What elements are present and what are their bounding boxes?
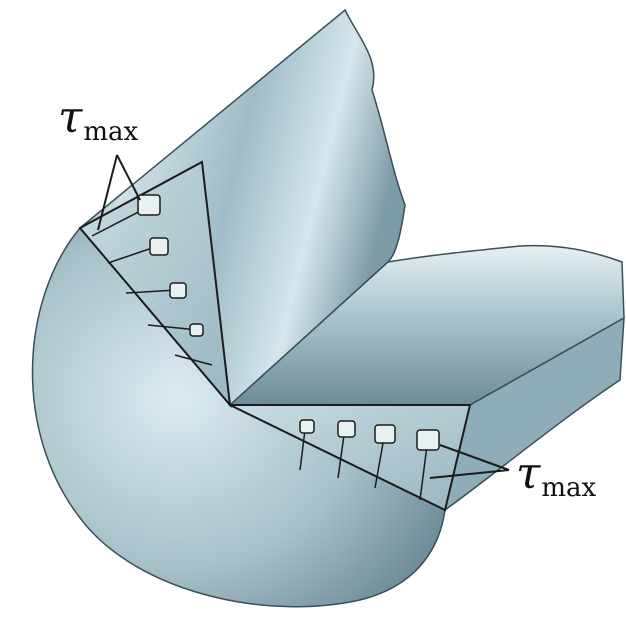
max-subscript: max bbox=[83, 117, 138, 147]
tau-symbol: τ bbox=[516, 448, 540, 499]
tau-max-label-top: τmax bbox=[58, 92, 138, 143]
tau-max-label-bottom: τmax bbox=[516, 448, 596, 499]
tau-symbol: τ bbox=[58, 92, 82, 143]
max-subscript: max bbox=[541, 473, 596, 503]
